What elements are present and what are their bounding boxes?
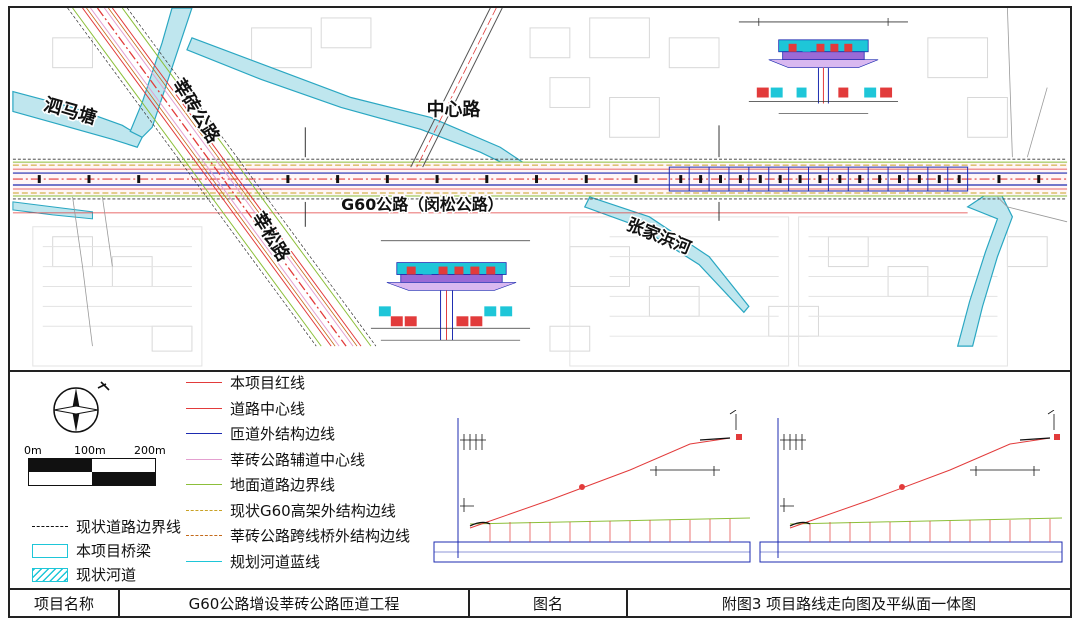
project-name: G60公路增设莘砖公路匝道工程 <box>120 590 470 616</box>
legend-label: 莘砖公路辅道中心线 <box>230 450 366 469</box>
cross-section-lower <box>370 240 531 341</box>
legend-label: 现状河道 <box>76 566 137 584</box>
legend-label: 现状道路边界线 <box>76 518 182 536</box>
misc-roads <box>72 8 1068 347</box>
rivers <box>12 8 1014 347</box>
profile-panel-right <box>759 410 1063 563</box>
legend-line-swatch <box>186 382 222 383</box>
legend-existing-road-boundary: 现状道路边界线 <box>32 516 181 537</box>
legend-line-swatch <box>186 458 222 460</box>
legend-label: 本项目桥梁 <box>76 542 152 560</box>
legend-label: 道路中心线 <box>230 399 306 418</box>
drawing-sheet: 泗马塘 莘砖公路 中心路 G60公路（闵松公路） 莘松路 张家浜河 0m 100… <box>8 6 1072 618</box>
legend-line-swatch <box>186 433 222 434</box>
label-center-road: 中心路 <box>427 98 481 120</box>
legend-line-swatch <box>186 560 222 562</box>
legend-label: 现状G60高架外结构边线 <box>230 501 396 520</box>
legend-line-item: 现状G60高架外结构边线 <box>186 500 396 521</box>
legend-line-item: 匝道外结构边线 <box>186 423 335 444</box>
legend-line-item: 规划河道蓝线 <box>186 551 320 572</box>
legend-line-item: 莘砖公路辅道中心线 <box>186 449 365 470</box>
project-name-label: 项目名称 <box>10 590 120 616</box>
legend-line-swatch <box>186 509 222 511</box>
scale-bar-blocks <box>28 458 156 486</box>
legend-label: 地面道路边界线 <box>230 476 336 494</box>
xinzhuan-road-diagonal <box>67 8 377 347</box>
north-arrow-icon <box>53 381 110 433</box>
scale-label-200: 200m <box>134 444 166 457</box>
profile-panel-left <box>433 410 751 563</box>
center-road <box>410 8 503 168</box>
legend-label: 规划河道蓝线 <box>230 552 321 571</box>
scale-label-100: 100m <box>74 444 106 457</box>
legend-line-item: 本项目红线 <box>186 372 305 393</box>
residential-blocks <box>32 216 1008 367</box>
legend-label: 匝道外结构边线 <box>230 425 336 443</box>
legend-line-item: 地面道路边界线 <box>186 474 335 495</box>
cross-section-upper <box>738 17 908 114</box>
legend-line-swatch <box>186 484 222 485</box>
legend-label: 本项目红线 <box>230 374 306 392</box>
drawing-name-label: 图名 <box>470 590 628 616</box>
section-markers <box>304 125 720 227</box>
scale-label-0: 0m <box>24 444 42 457</box>
label-g60-road: G60公路（闵松公路） <box>341 195 503 214</box>
legend-line-item: 莘砖公路跨线桥外结构边线 <box>186 525 410 546</box>
g60-road-band <box>12 158 1068 214</box>
legend-panel: 0m 100m 200m 现状道路边界线 本项目桥梁 现状河道 本项目红线道路中… <box>10 372 1070 590</box>
title-block: 项目名称 G60公路增设莘砖公路匝道工程 图名 附图3 项目路线走向图及平纵面一… <box>10 588 1070 616</box>
legend-line-swatch <box>186 407 222 409</box>
drawing-name: 附图3 项目路线走向图及平纵面一体图 <box>721 594 977 613</box>
legend-existing-river: 现状河道 <box>32 564 136 585</box>
legend-line-swatch <box>186 535 222 536</box>
label-zhangjiabang-river: 张家浜河 <box>624 214 694 258</box>
legend-line-item: 道路中心线 <box>186 398 305 419</box>
legend-project-bridge: 本项目桥梁 <box>32 540 151 561</box>
legend-label: 莘砖公路跨线桥外结构边线 <box>230 527 411 545</box>
site-plan-map: 泗马塘 莘砖公路 中心路 G60公路（闵松公路） 莘松路 张家浜河 <box>10 8 1070 372</box>
scale-bar: 0m 100m 200m <box>24 444 166 486</box>
